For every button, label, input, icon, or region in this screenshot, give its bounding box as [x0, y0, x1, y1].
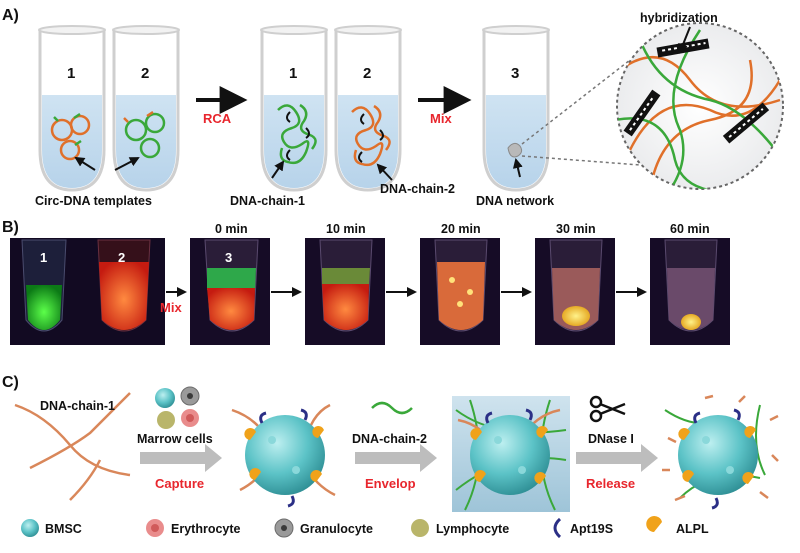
label-marrow-cells: Marrow cells	[137, 432, 213, 446]
legend-label-granulocyte: Granulocyte	[300, 522, 373, 536]
tube-number-2b: 2	[363, 65, 371, 82]
label-c-dna-chain-1: DNA-chain-1	[40, 399, 115, 413]
release-arrow	[576, 444, 658, 472]
tube-number-1b: 1	[289, 65, 297, 82]
legend: BMSC Erythrocyte Granulocyte Lymphocyte …	[21, 516, 709, 539]
capture-arrow	[140, 444, 222, 472]
erythrocyte-icon	[146, 519, 164, 537]
apt19s-icon	[553, 517, 562, 539]
lymphocyte-icon	[411, 519, 429, 537]
panel-b-label: B)	[2, 219, 19, 236]
label-circ-dna-templates: Circ-DNA templates	[35, 194, 152, 208]
label-dna-chain-2: DNA-chain-2	[380, 182, 455, 196]
tube-1-dna-chain-1	[260, 25, 328, 192]
capture-label: Capture	[155, 476, 204, 491]
scissors-icon	[589, 395, 626, 423]
dna-chain-1-strands	[14, 392, 131, 501]
photo-number-1: 1	[40, 250, 47, 265]
marrow-cells-cluster	[155, 386, 200, 429]
bmsc-icon	[21, 519, 39, 537]
photo-number-2: 2	[118, 250, 125, 265]
time-20-min: 20 min	[441, 222, 481, 236]
photo-number-3: 3	[225, 250, 232, 265]
legend-label-alpl: ALPL	[676, 522, 709, 536]
label-c-dna-chain-2: DNA-chain-2	[352, 432, 427, 446]
photo-60-min	[650, 238, 730, 345]
envelop-label: Envelop	[365, 476, 416, 491]
legend-label-erythrocyte: Erythrocyte	[171, 522, 241, 536]
tube-3-dna-network	[482, 25, 550, 192]
hybridization-label: hybridization	[640, 11, 718, 25]
tube-number-2: 2	[141, 65, 149, 82]
enveloped-bmsc	[452, 396, 570, 512]
panel-c-label: C)	[2, 374, 19, 391]
tube-1-templates-green-orange	[38, 25, 106, 192]
label-dna-network: DNA network	[476, 194, 554, 208]
photo-10-min	[305, 238, 385, 345]
time-30-min: 30 min	[556, 222, 596, 236]
mix-label-b: Mix	[160, 300, 182, 315]
mix-label-a: Mix	[430, 111, 452, 126]
tube-2-dna-chain-2	[334, 25, 402, 192]
photo-0-min	[190, 238, 270, 345]
tube-number-1: 1	[67, 65, 75, 82]
photo-20-min	[420, 238, 500, 345]
alpl-icon	[646, 516, 662, 532]
legend-label-bmsc: BMSC	[45, 522, 82, 536]
photo-30-min	[535, 238, 615, 345]
label-dnase: DNase I	[588, 432, 634, 446]
captured-bmsc	[231, 403, 336, 508]
granulocyte-icon	[274, 518, 294, 538]
release-label: Release	[586, 476, 635, 491]
rca-label: RCA	[203, 111, 232, 126]
label-dna-chain-1: DNA-chain-1	[230, 194, 305, 208]
time-10-min: 10 min	[326, 222, 366, 236]
legend-label-apt19s: Apt19S	[570, 522, 613, 536]
tube-number-3: 3	[511, 65, 519, 82]
dna-chain-2-strand	[371, 401, 413, 415]
panel-a-label: A)	[2, 7, 19, 24]
released-bmsc	[662, 394, 779, 510]
time-0-min: 0 min	[215, 222, 248, 236]
time-60-min: 60 min	[670, 222, 710, 236]
photo-tubes-1-2	[10, 238, 165, 345]
legend-label-lymphocyte: Lymphocyte	[436, 522, 509, 536]
hybridization-zoom-circle	[616, 22, 784, 190]
envelop-arrow	[355, 444, 437, 472]
